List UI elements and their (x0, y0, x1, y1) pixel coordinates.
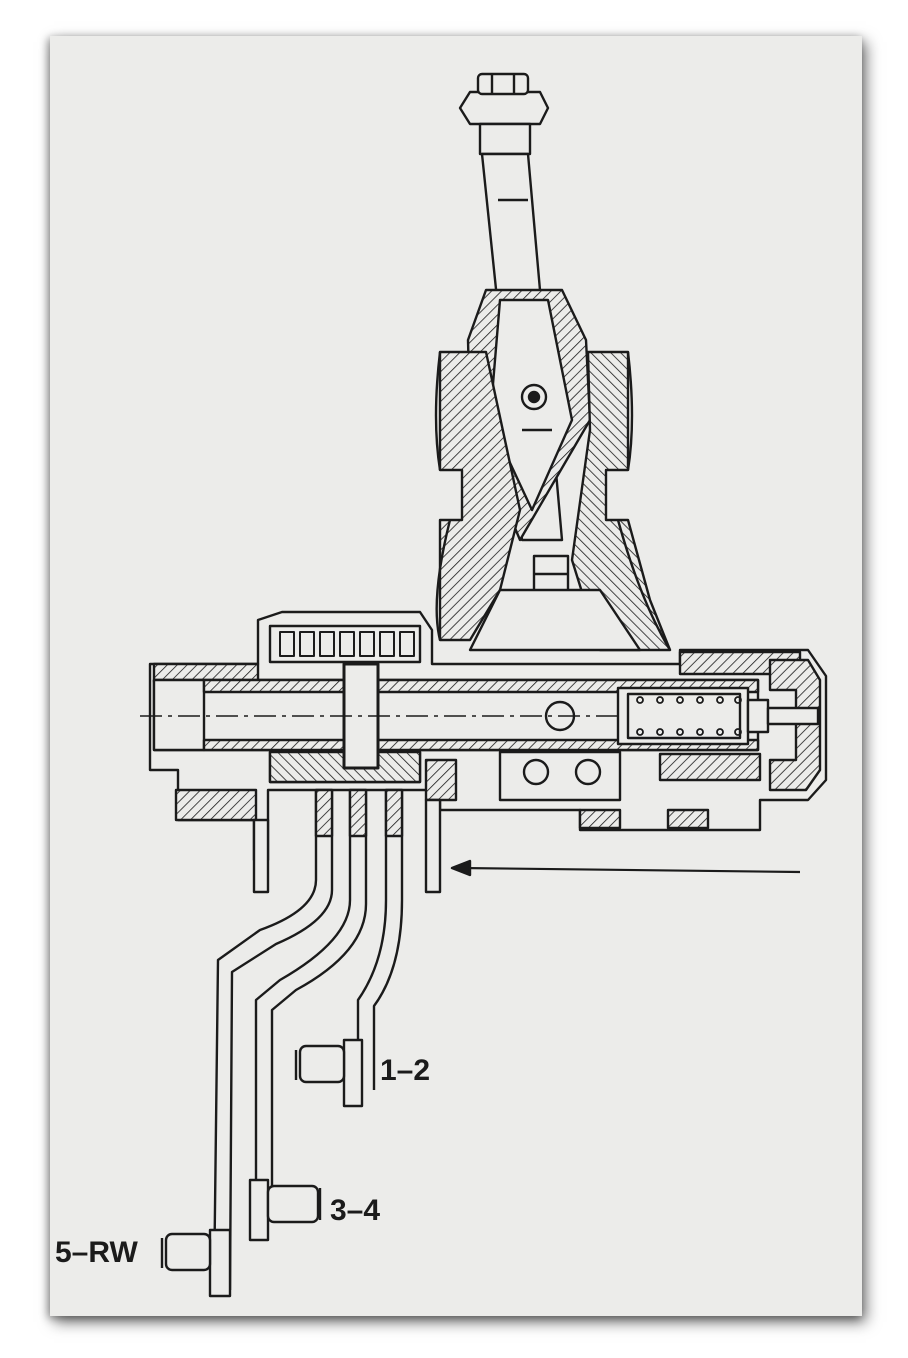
label-gear-5-rw: 5–RW (55, 1236, 138, 1269)
direction-arrow (450, 859, 801, 877)
shift-rods (160, 788, 442, 1298)
detent-spring (616, 686, 820, 746)
label-gear-3-4: 3–4 (330, 1194, 380, 1227)
guide-pins (498, 750, 622, 802)
label-gear-1-2: 1–2 (380, 1054, 430, 1087)
lever-housing (434, 350, 672, 652)
